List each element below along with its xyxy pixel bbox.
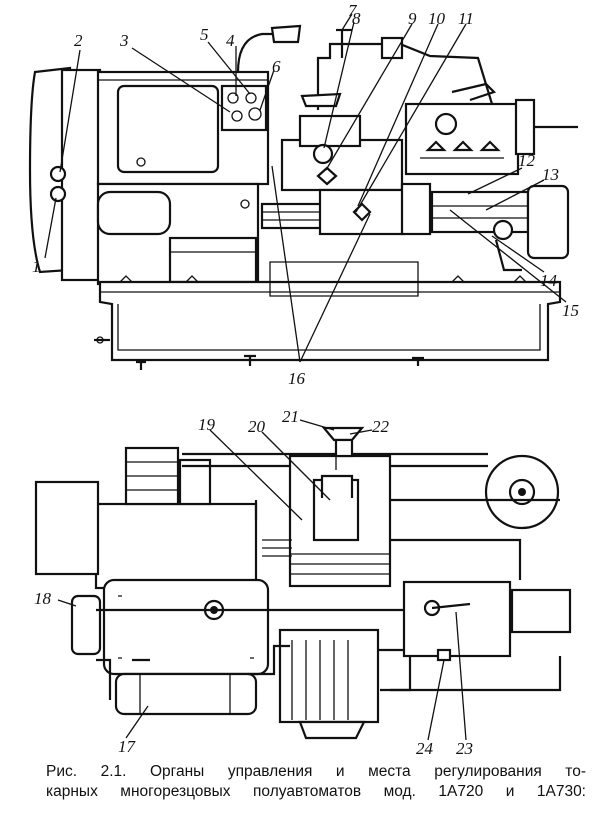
label-23: 23	[456, 739, 473, 758]
motor-flange	[60, 68, 102, 282]
tool-posts	[420, 140, 504, 159]
leader-lines-top	[44, 13, 567, 363]
label-9: 9	[408, 9, 417, 28]
upper-light	[300, 92, 342, 108]
label-14: 14	[540, 271, 558, 290]
plan-headstock	[94, 502, 258, 590]
motor-drum	[96, 190, 172, 236]
plan-motor-bottom	[114, 672, 258, 716]
adjust-screw-8	[312, 143, 334, 165]
label-12: 12	[518, 151, 536, 170]
plan-motor-left	[34, 480, 100, 576]
label-16: 16	[288, 369, 306, 388]
tailstock	[404, 102, 520, 176]
right-motor	[526, 184, 570, 260]
label-8: 8	[352, 9, 361, 28]
control-handle-2	[49, 165, 67, 183]
label-17: 17	[118, 737, 137, 756]
bed-rib	[269, 261, 419, 297]
figure-caption: Рис. 2.1. Органы управления и места регу…	[46, 762, 586, 802]
label-7: 7	[348, 1, 358, 20]
plan-cover	[102, 578, 270, 676]
control-handle-1	[49, 185, 67, 203]
part-labels: 1 2 3 4 5 6 7 8 9 10 11 12 13 14 15 16 1…	[32, 1, 579, 758]
lamp-arm	[236, 32, 278, 73]
label-1: 1	[32, 257, 41, 276]
label-2: 2	[74, 31, 83, 50]
plan-screw-head	[321, 426, 365, 442]
tool-holder-upper	[298, 114, 362, 148]
plan-frame	[254, 498, 562, 692]
headstock-cover	[116, 84, 220, 174]
control-panel-block	[220, 84, 268, 132]
front-elevation-view	[28, 24, 578, 370]
headstock-knob	[136, 157, 146, 167]
label-19: 19	[198, 415, 216, 434]
caption-line-1: Рис. 2.1. Органы управления и места регу…	[46, 763, 586, 780]
label-6: 6	[272, 57, 281, 76]
electric-motor	[28, 66, 72, 274]
label-21: 21	[282, 407, 299, 426]
label-3: 3	[119, 31, 129, 50]
plan-view	[34, 426, 572, 740]
label-22: 22	[372, 417, 390, 436]
machine-bed	[98, 280, 562, 362]
label-10: 10	[428, 9, 446, 28]
label-20: 20	[248, 417, 266, 436]
label-11: 11	[458, 9, 474, 28]
label-24: 24	[416, 739, 434, 758]
label-18: 18	[34, 589, 52, 608]
label-15: 15	[562, 301, 579, 320]
leader-lines-bottom	[57, 419, 467, 741]
label-5: 5	[200, 25, 209, 44]
tailstock-quill	[514, 98, 536, 156]
label-4: 4	[226, 31, 235, 50]
tailstock-handwheel	[434, 112, 458, 136]
label-13: 13	[542, 165, 559, 184]
lamp-shade	[270, 24, 302, 44]
upper-rail	[316, 42, 494, 110]
plan-handle-18	[70, 594, 102, 656]
caption-line-2: карных многорезцовых полуавтоматов мод. …	[46, 783, 586, 800]
plan-lower-slide	[278, 628, 380, 724]
adjust-head-9	[316, 166, 338, 186]
right-pulley	[492, 219, 514, 241]
rear-slide	[430, 190, 530, 234]
